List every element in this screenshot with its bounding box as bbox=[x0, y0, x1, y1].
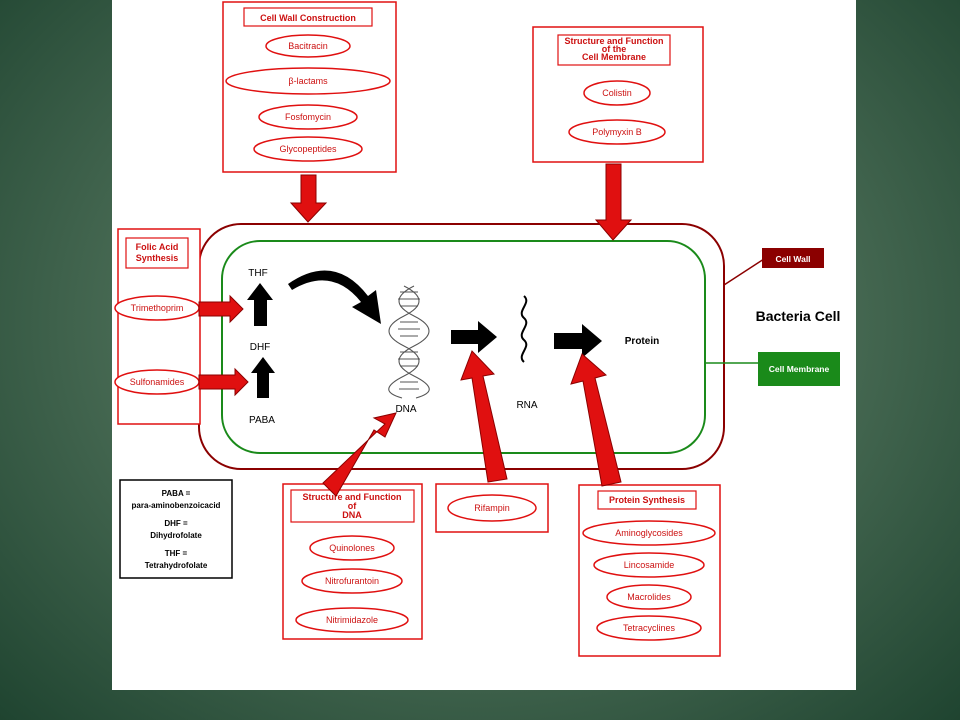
drug-quinolones bbox=[309, 535, 395, 561]
drug-beta-lactams-label: β-lactams bbox=[288, 76, 328, 86]
legend-dhf-abbr: DHF = bbox=[164, 519, 188, 528]
drug-sulfonamides-label: Sulfonamides bbox=[130, 377, 185, 387]
drug-fosfomycin bbox=[258, 104, 358, 130]
drug-rifampin bbox=[447, 494, 537, 522]
rifampin-box bbox=[435, 483, 549, 533]
protein-synthesis-arrow bbox=[570, 353, 622, 487]
abbreviation-legend-box bbox=[119, 479, 233, 579]
rna-to-protein-arrow bbox=[554, 324, 602, 358]
cell-wall-box bbox=[222, 1, 397, 173]
thf-to-dna-curved-arrow bbox=[288, 270, 381, 324]
bacteria-cell-diagram: Cell Wall Cell Membrane Bacteria Cell Ce… bbox=[114, 1, 841, 657]
drug-nitrimidazole bbox=[295, 607, 409, 633]
bacteria-cell-label: Bacteria Cell bbox=[756, 308, 841, 324]
cell-wall-title-box bbox=[243, 7, 373, 27]
drug-macrolides-label: Macrolides bbox=[627, 592, 671, 602]
drug-lincosamide bbox=[593, 552, 705, 578]
drug-rifampin-label: Rifampin bbox=[474, 503, 510, 513]
protein-label: Protein bbox=[625, 336, 659, 347]
membrane-box bbox=[532, 26, 704, 163]
slide-canvas: Cell Wall Cell Membrane Bacteria Cell Ce… bbox=[112, 0, 856, 690]
dna-box-arrow bbox=[322, 412, 397, 497]
legend-thf-abbr: THF = bbox=[165, 549, 188, 558]
drug-macrolides bbox=[606, 584, 692, 610]
dna-label: DNA bbox=[395, 404, 416, 415]
membrane-title-line-3: Cell Membrane bbox=[582, 52, 646, 62]
folic-acid-title-box bbox=[125, 237, 189, 269]
dna-title-line-1: Structure and Function bbox=[303, 492, 402, 502]
rna-strand-icon bbox=[520, 295, 528, 363]
legend-paba-abbr: PABA = bbox=[162, 489, 191, 498]
paba-to-dhf-arrow bbox=[251, 357, 275, 398]
dna-helix-icon bbox=[388, 285, 430, 399]
membrane-title-line-1: Structure and Function bbox=[565, 36, 664, 46]
drug-trimethoprim-label: Trimethoprim bbox=[131, 303, 184, 313]
drug-colistin bbox=[583, 80, 651, 106]
protein-synthesis-title-box bbox=[597, 490, 697, 510]
protein-synthesis-title: Protein Synthesis bbox=[609, 495, 685, 505]
thf-label: THF bbox=[248, 268, 267, 279]
legend-paba-full: para-aminobenzoicacid bbox=[132, 501, 221, 510]
membrane-title-line-2: of the bbox=[602, 44, 627, 54]
drug-fosfomycin-label: Fosfomycin bbox=[285, 112, 331, 122]
cell-membrane-outline bbox=[221, 240, 706, 454]
drug-nitrimidazole-label: Nitrimidazole bbox=[326, 615, 378, 625]
drug-glycopeptides bbox=[253, 136, 363, 162]
drug-quinolones-label: Quinolones bbox=[329, 543, 375, 553]
dhf-label: DHF bbox=[250, 342, 271, 353]
trimethoprim-arrow bbox=[198, 294, 244, 324]
legend-dhf-full: Dihydrofolate bbox=[150, 531, 202, 540]
drug-glycopeptides-label: Glycopeptides bbox=[279, 144, 337, 154]
cell-membrane-tag-box bbox=[758, 352, 840, 386]
drug-aminoglycosides-label: Aminoglycosides bbox=[615, 528, 683, 538]
legend-thf-full: Tetrahydrofolate bbox=[145, 561, 208, 570]
cell-wall-connector bbox=[723, 258, 765, 286]
membrane-arrow bbox=[594, 163, 633, 241]
cell-wall-tag-box bbox=[762, 248, 824, 268]
rna-label: RNA bbox=[516, 400, 537, 411]
membrane-title-box bbox=[557, 34, 671, 66]
sulfonamides-arrow bbox=[198, 367, 249, 397]
drug-nitrofurantoin bbox=[301, 568, 403, 594]
drug-tetracyclines-label: Tetracyclines bbox=[623, 623, 676, 633]
cell-membrane-tag: Cell Membrane bbox=[769, 364, 830, 374]
drug-nitrofurantoin-label: Nitrofurantoin bbox=[325, 576, 379, 586]
drug-bacitracin bbox=[265, 34, 351, 58]
drug-colistin-label: Colistin bbox=[602, 88, 632, 98]
drug-beta-lactams bbox=[225, 67, 391, 95]
folic-acid-title-line-1: Folic Acid bbox=[136, 242, 179, 252]
drug-tetracyclines bbox=[596, 615, 702, 641]
drug-lincosamide-label: Lincosamide bbox=[624, 560, 675, 570]
paba-label: PABA bbox=[249, 415, 275, 426]
cell-wall-arrow bbox=[289, 174, 328, 223]
dna-title-line-2: of bbox=[348, 501, 357, 511]
drug-aminoglycosides bbox=[582, 520, 716, 546]
rifampin-arrow bbox=[460, 350, 508, 483]
dna-title-box bbox=[290, 489, 415, 523]
cell-wall-title: Cell Wall Construction bbox=[260, 13, 356, 23]
dhf-to-thf-arrow bbox=[247, 283, 273, 326]
folic-acid-title-line-2: Synthesis bbox=[136, 253, 179, 263]
cell-wall-tag: Cell Wall bbox=[775, 254, 810, 264]
drug-bacitracin-label: Bacitracin bbox=[288, 41, 328, 51]
drug-polymyxin-b bbox=[568, 119, 666, 145]
dna-title-line-3: DNA bbox=[342, 510, 362, 520]
drug-polymyxin-b-label: Polymyxin B bbox=[592, 127, 642, 137]
dna-to-rna-arrow bbox=[451, 321, 497, 353]
